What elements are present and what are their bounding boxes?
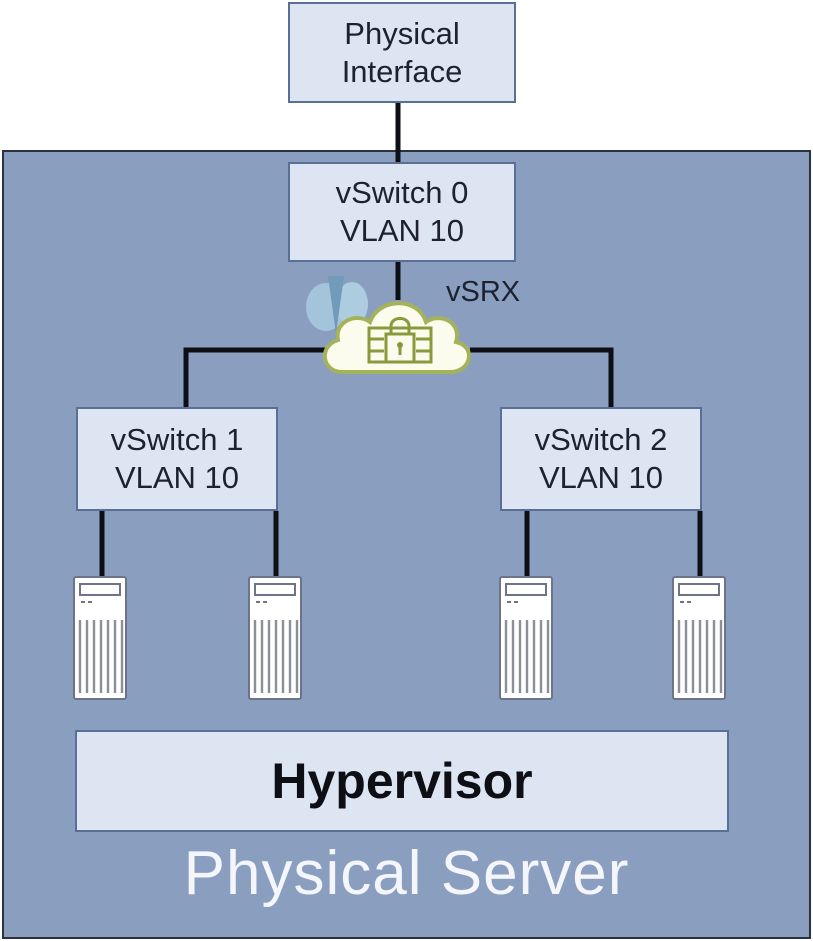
- server-tower-icon: [672, 576, 726, 700]
- server-tower-icon: [248, 576, 302, 700]
- vswitch-0-name: vSwitch 0: [335, 175, 469, 211]
- vswitch-1-box: vSwitch 1 VLAN 10: [76, 407, 278, 511]
- server-tower-icon: [499, 576, 553, 700]
- physical-interface-line1: Physical: [344, 15, 460, 51]
- server-tower-icon: [73, 576, 127, 700]
- cloud-firewall-lock-icon: [306, 276, 471, 374]
- vswitch-1-vlan: VLAN 10: [114, 460, 240, 495]
- physical-interface-box: Physical Interface: [288, 2, 516, 103]
- vswitch-2-box: vSwitch 2 VLAN 10: [500, 407, 702, 511]
- physical-server-label: Physical Server: [183, 839, 630, 908]
- vswitch-1-name: vSwitch 1: [110, 422, 244, 458]
- vsrx-logo-icon: [306, 276, 368, 334]
- link-vsrx-to-vswitch1: [183, 347, 340, 407]
- vswitch-2-vlan: VLAN 10: [538, 460, 664, 495]
- link-vsrx-to-vswitch2: [470, 347, 614, 407]
- vswitch-0-box: vSwitch 0 VLAN 10: [288, 162, 516, 262]
- vswitch-2-name: vSwitch 2: [534, 422, 668, 458]
- vswitch-0-vlan: VLAN 10: [339, 213, 465, 248]
- physical-interface-line2: Interface: [341, 53, 463, 89]
- hypervisor-label: Hypervisor: [271, 753, 533, 809]
- hypervisor-box: Hypervisor: [75, 730, 729, 832]
- vsrx-label: vSRX: [446, 276, 521, 308]
